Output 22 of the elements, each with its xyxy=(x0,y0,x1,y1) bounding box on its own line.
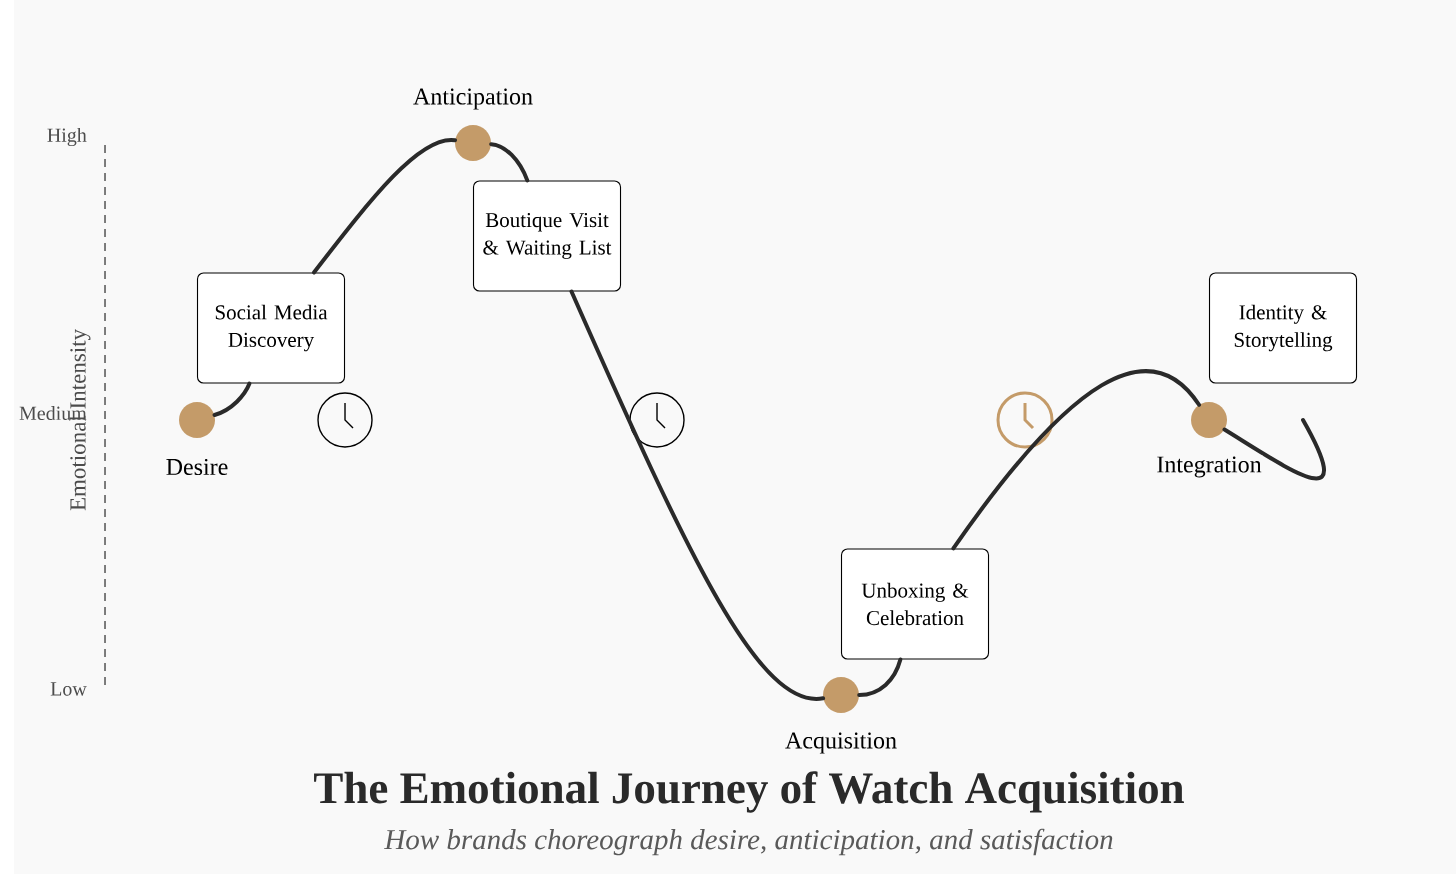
stage-box: Social Media Discovery xyxy=(196,272,346,384)
journey-curve xyxy=(489,142,530,183)
journey-curve xyxy=(312,138,457,275)
axis-label: Low xyxy=(50,682,87,696)
journey-curve xyxy=(1222,418,1326,481)
stage-box: Unboxing & Celebration xyxy=(840,548,990,660)
journey-curve xyxy=(951,369,1202,551)
stage-box: Boutique Visit & Waiting List xyxy=(472,180,622,292)
stage-label: Anticipation xyxy=(412,87,534,111)
milestone-dot xyxy=(823,677,859,713)
stage-box: Identity & Storytelling xyxy=(1208,272,1358,384)
subtitle: How brands choreograph desire, anticipation, and satisfaction xyxy=(384,828,1113,856)
axis-label: High xyxy=(47,127,87,147)
milestone-dot xyxy=(179,402,215,438)
milestone-dot xyxy=(1191,402,1227,438)
journey-curve xyxy=(212,381,252,417)
title: The Emotional Journey of Watch Acquisition xyxy=(314,771,1184,813)
journey-curve xyxy=(857,657,903,697)
journey-curve xyxy=(569,289,826,701)
milestone-dot xyxy=(455,125,491,161)
stage-label: Integration xyxy=(1155,455,1263,479)
stage-label: Acquisition xyxy=(784,731,898,755)
